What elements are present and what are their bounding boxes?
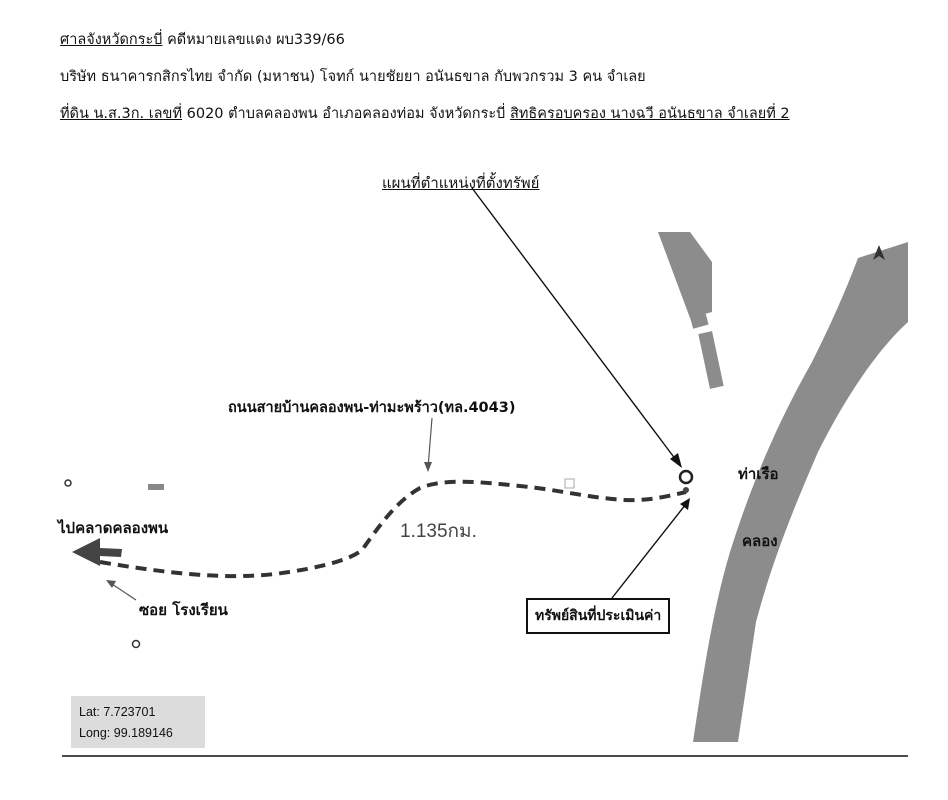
property-pointer-head: [680, 498, 690, 510]
coordinate-box: Lat: 7.723701 Long: 99.189146: [71, 696, 205, 748]
market-arrow: [72, 538, 122, 566]
case-number: คดีหมายเลขแดง ผบ339/66: [162, 32, 345, 48]
pond-shape: [687, 303, 709, 329]
property-pin-icon: [678, 469, 694, 485]
title-pointer: [471, 187, 677, 461]
road-name-label: ถนนสายบ้านคลองพน-ท่ามะพร้าว(ทล.4043): [228, 400, 516, 416]
road-pointer-head: [424, 462, 432, 472]
header-line-3: ที่ดิน น.ส.3ก. เลขที่ 6020 ตำบลคลองพน อำ…: [60, 102, 790, 125]
longitude-text: Long: 99.189146: [79, 726, 173, 740]
land-doc-label: ที่ดิน น.ส.3ก. เลขที่: [60, 106, 183, 122]
poi-dot-icon: [64, 479, 72, 487]
property-label-box: ทรัพย์สินที่ประเมินค่า: [526, 598, 671, 634]
canal-label: คลอง: [742, 532, 778, 550]
owner-label: สิทธิครอบครอง นางฉวี อนันธขาล จำเลยที่ 2: [509, 106, 790, 122]
header-line-1: ศาลจังหวัดกระบี่ คดีหมายเลขแดง ผบ339/66: [60, 28, 345, 51]
soi-pointer-head: [106, 580, 116, 588]
to-market-label: ไปคลาดคลองพน: [58, 519, 169, 537]
poi-rect: [148, 484, 164, 490]
soi-label: ซอย โรงเรียน: [139, 601, 228, 619]
distance-label: 1.135กม.: [400, 521, 477, 542]
latitude-text: Lat: 7.723701: [79, 705, 156, 719]
title-pointer-head: [670, 453, 682, 468]
pier-label: ท่าเรือ: [738, 465, 779, 483]
canal-water: [693, 242, 908, 742]
map-title: แผนที่ตำแหน่งที่ตั้งทรัพย์: [382, 174, 540, 192]
soi-pointer: [111, 583, 137, 601]
court-name: ศาลจังหวัดกระบี่: [60, 32, 163, 48]
school-pin-icon: [131, 639, 141, 649]
land-detail: 6020 ตำบลคลองพน อำเภอคลองท่อม จังหวัดกระ…: [182, 106, 510, 122]
property-pointer: [611, 503, 687, 599]
pond-shape: [698, 331, 724, 389]
road-pointer: [427, 417, 433, 469]
road-route: [99, 479, 687, 579]
north-arrow-icon: [873, 245, 885, 260]
header-line-2: บริษัท ธนาคารกสิกรไทย จำกัด (มหาชน) โจทก…: [60, 69, 646, 85]
pond-shape: [658, 232, 712, 318]
poi-rect: [564, 478, 575, 489]
